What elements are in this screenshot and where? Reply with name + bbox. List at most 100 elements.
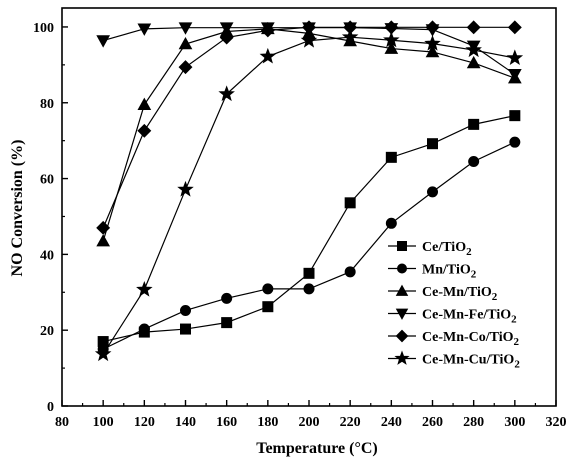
series-layer [94, 20, 524, 362]
data-point-square [221, 317, 233, 329]
data-point-star [259, 47, 277, 64]
data-point-star [300, 31, 318, 48]
legend-item: Ce-Mn-Co/TiO2 [388, 329, 520, 348]
data-point-square [344, 197, 356, 209]
plot-frame [61, 7, 557, 407]
data-point-triangle-down [137, 23, 152, 36]
data-point-star [94, 345, 112, 362]
data-point-circle [344, 266, 356, 278]
legend-label: Ce-Mn/TiO2 [422, 285, 498, 303]
legend-item: Mn/TiO2 [388, 263, 477, 281]
data-point-square [397, 241, 407, 251]
data-point-triangle-down [507, 69, 522, 82]
y-tick-label: 20 [40, 324, 54, 339]
data-point-triangle-up [395, 284, 409, 296]
data-point-diamond [395, 329, 409, 343]
data-point-circle [385, 217, 397, 229]
data-point-star [136, 280, 153, 297]
data-point-square [509, 110, 521, 122]
x-tick-label: 100 [93, 415, 114, 430]
data-point-circle [397, 263, 407, 274]
series-4 [96, 20, 522, 235]
data-point-diamond [507, 20, 522, 35]
x-axis-title: Temperature (°C) [256, 440, 377, 457]
x-axis-ticks: 80 100 120 140 160 180 200 220 240 260 280 300 320 [55, 400, 567, 430]
data-point-square [427, 138, 438, 150]
x-tick-label: 120 [134, 415, 155, 430]
x-tick-label: 200 [299, 415, 320, 430]
x-tick-label: 220 [340, 415, 361, 430]
x-tick-label: 160 [216, 415, 237, 430]
data-point-circle [468, 156, 480, 168]
data-point-star [383, 31, 400, 48]
legend-label: Ce-Mn-Co/TiO2 [422, 330, 520, 348]
data-point-square [385, 151, 397, 163]
data-point-diamond [219, 30, 234, 45]
data-point-star [506, 49, 524, 66]
data-point-star [424, 34, 441, 51]
legend-item: Ce-Mn-Cu/TiO2 [388, 350, 520, 371]
data-point-diamond [96, 220, 111, 235]
data-point-triangle-up [137, 97, 152, 110]
legend-item: Ce-Mn-Fe/TiO2 [388, 308, 517, 326]
legend-item: Ce-Mn/TiO2 [388, 284, 498, 303]
y-axis-ticks: 0 20 40 60 80 100 [33, 21, 68, 415]
plot-border [61, 7, 557, 407]
x-tick-label: 140 [175, 415, 196, 430]
legend-item: Ce/TiO2 [388, 240, 472, 258]
data-point-star [465, 41, 482, 58]
legend: Ce/TiO2Mn/TiO2Ce-Mn/TiO2Ce-Mn-Fe/TiO2Ce-… [388, 240, 520, 371]
data-point-circle [221, 292, 233, 304]
legend-label: Mn/TiO2 [422, 263, 477, 281]
data-point-star [341, 28, 359, 45]
y-tick-label: 100 [33, 21, 54, 36]
data-point-circle [262, 283, 274, 295]
data-point-square [180, 323, 191, 335]
data-point-triangle-down [178, 22, 193, 35]
series-5 [94, 28, 524, 362]
y-tick-label: 80 [40, 97, 54, 112]
x-tick-label: 240 [381, 415, 402, 430]
data-point-triangle-up [384, 41, 399, 54]
x-tick-label: 320 [546, 415, 567, 430]
series-1 [97, 136, 521, 355]
y-axis-title: NO Conversion (%) [9, 140, 26, 277]
x-tick-label: 280 [463, 415, 484, 430]
data-point-diamond [178, 60, 193, 75]
data-point-triangle-up [178, 36, 193, 50]
data-point-triangle-down [96, 35, 111, 48]
data-point-star [218, 85, 235, 102]
data-point-star [394, 350, 410, 365]
data-point-diamond [425, 20, 440, 35]
data-point-triangle-up [425, 44, 440, 58]
y-tick-label: 40 [40, 248, 54, 263]
x-tick-label: 300 [504, 415, 525, 430]
data-point-circle [427, 186, 438, 198]
data-point-diamond [260, 23, 275, 38]
data-point-diamond [137, 123, 152, 138]
series-line [102, 28, 516, 242]
y-tick-label: 60 [40, 173, 54, 188]
x-tick-label: 180 [257, 415, 278, 430]
data-point-circle [180, 304, 191, 316]
data-point-square [468, 118, 480, 130]
data-point-circle [509, 136, 521, 148]
x-tick-label: 260 [422, 415, 443, 430]
data-point-circle [138, 323, 150, 335]
data-point-triangle-down [219, 22, 234, 35]
data-point-star [177, 180, 194, 197]
legend-label: Ce/TiO2 [422, 240, 472, 258]
x-tick-label: 80 [55, 415, 69, 430]
y-tick-label: 0 [47, 400, 54, 415]
data-point-triangle-up [466, 55, 481, 69]
data-point-circle [303, 283, 315, 295]
data-point-triangle-up [96, 234, 111, 247]
data-point-diamond [466, 20, 481, 35]
data-point-square [262, 301, 274, 313]
legend-label: Ce-Mn-Cu/TiO2 [422, 353, 520, 371]
data-point-square [303, 267, 315, 279]
data-point-triangle-down [395, 308, 409, 320]
legend-label: Ce-Mn-Fe/TiO2 [422, 308, 517, 326]
series-2 [96, 21, 522, 247]
